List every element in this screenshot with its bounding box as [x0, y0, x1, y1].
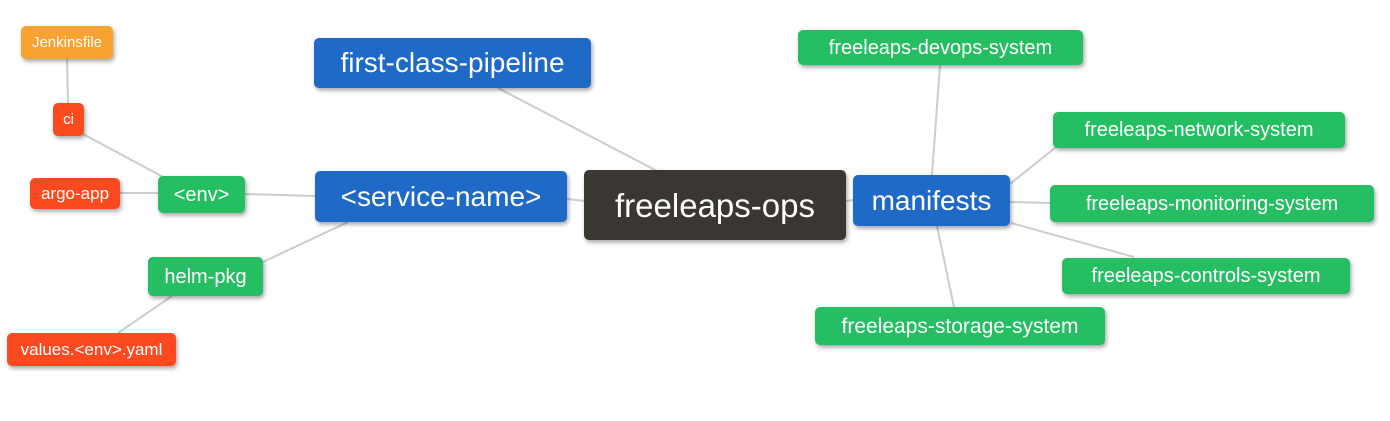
edge-pipeline-root: [497, 87, 658, 172]
node-devops-system[interactable]: freeleaps-devops-system: [798, 30, 1083, 65]
node-first-class-pipeline[interactable]: first-class-pipeline: [314, 38, 591, 88]
node-monitoring-system[interactable]: freeleaps-monitoring-system: [1050, 185, 1374, 222]
node-storage-system[interactable]: freeleaps-storage-system: [815, 307, 1105, 345]
edge-manifests-storage: [936, 225, 955, 308]
node-argo-app[interactable]: argo-app: [30, 178, 120, 209]
node-freeleaps-ops-root[interactable]: freeleaps-ops: [584, 170, 846, 240]
node-manifests[interactable]: manifests: [853, 175, 1010, 226]
node-helm-pkg[interactable]: helm-pkg: [148, 257, 263, 296]
node-env[interactable]: <env>: [158, 176, 245, 213]
node-controls-system[interactable]: freeleaps-controls-system: [1062, 258, 1350, 294]
edge-jenkinsfile-ci: [66, 58, 69, 104]
edge-manifests-devops: [931, 64, 941, 176]
node-values-env-yaml[interactable]: values.<env>.yaml: [7, 333, 176, 366]
edge-env-service-name: [244, 193, 316, 197]
node-ci[interactable]: ci: [53, 103, 84, 136]
edge-helm-pkg-service-name: [262, 221, 349, 263]
edge-manifests-monitoring: [1009, 201, 1052, 204]
edge-values-helm-pkg: [117, 295, 173, 334]
edge-service-name-root: [566, 198, 586, 202]
edge-ci-env: [82, 133, 166, 179]
edge-root-manifests: [845, 199, 855, 202]
node-service-name[interactable]: <service-name>: [315, 171, 567, 222]
edge-manifests-controls: [1010, 222, 1135, 258]
node-network-system[interactable]: freeleaps-network-system: [1053, 112, 1345, 148]
edge-manifests-network: [1009, 146, 1057, 185]
node-jenkinsfile[interactable]: Jenkinsfile: [21, 26, 113, 59]
